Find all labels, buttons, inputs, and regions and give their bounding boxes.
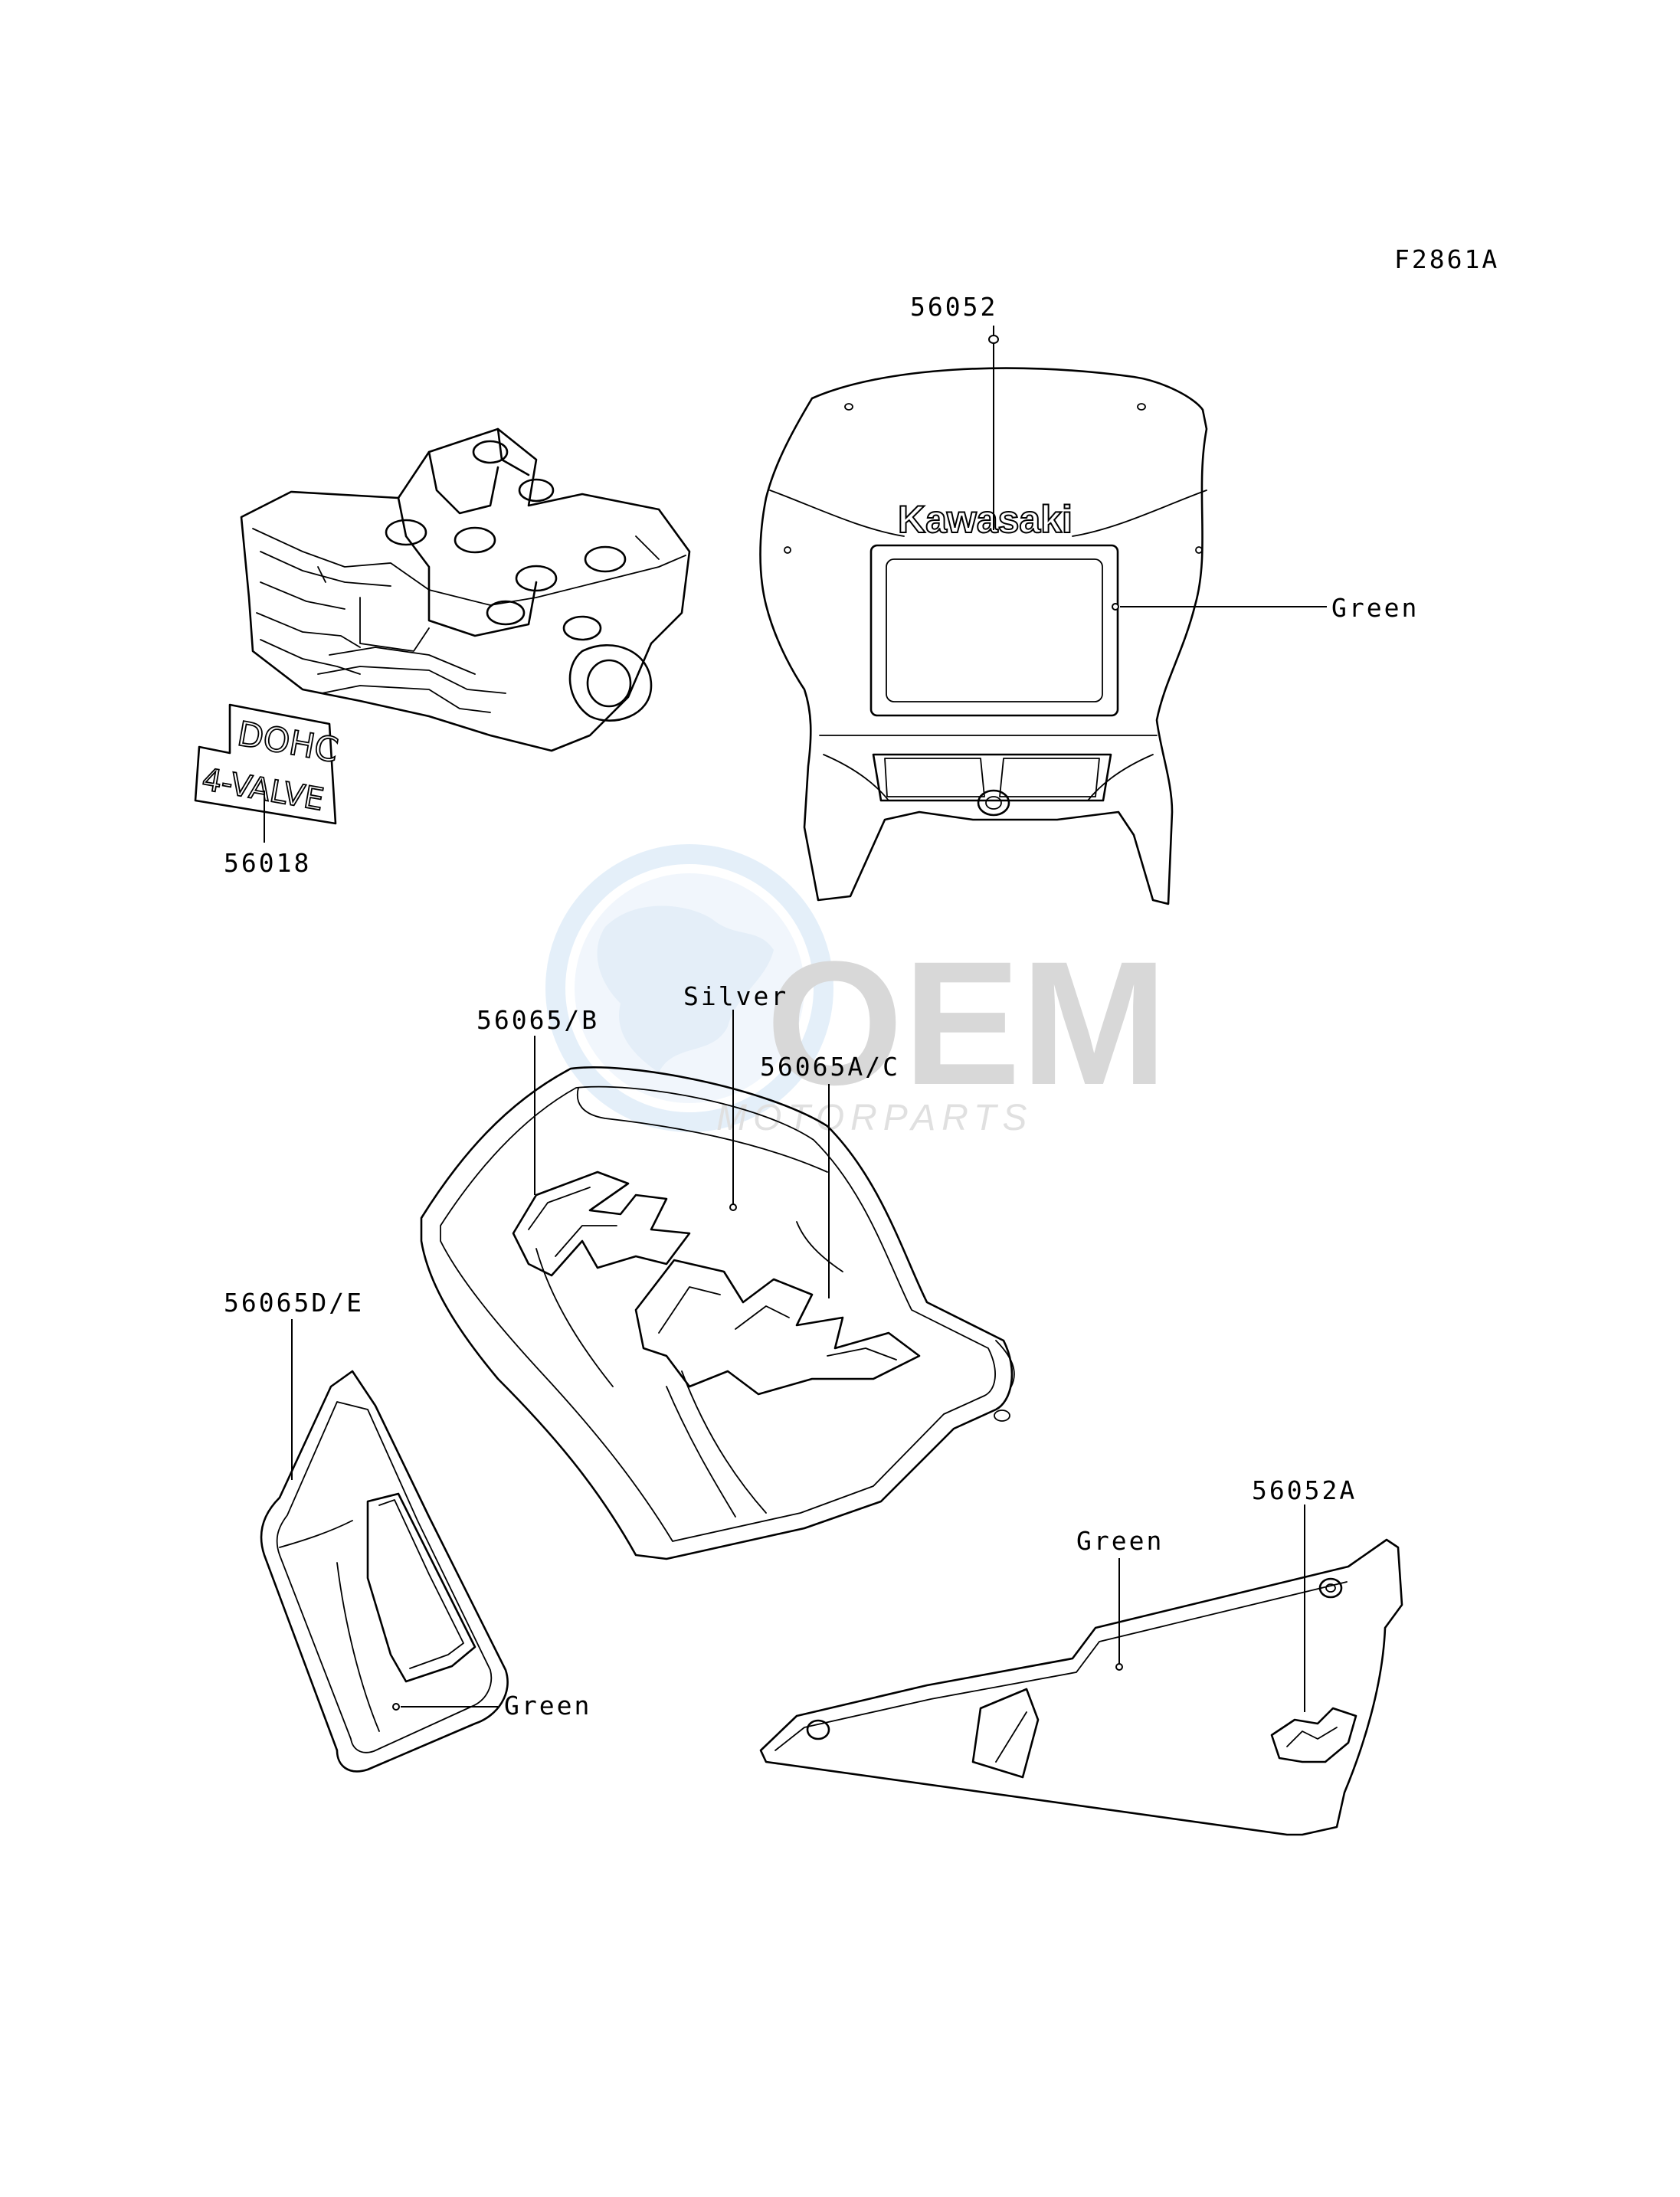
part-label-56052: 56052: [910, 292, 997, 322]
watermark-sub-text: MOTORPARTS: [716, 1098, 1033, 1138]
cowl-color-label: Green: [1331, 593, 1419, 623]
dohc-4-valve-decal: DOHC 4-VALVE: [194, 703, 342, 825]
cowl-brand-decal: Kawasaki: [898, 498, 1073, 541]
part-label-56065d-e: 56065D/E: [224, 1288, 364, 1318]
part-label-56018: 56018: [224, 848, 311, 878]
fuel-tank-drawing: [420, 1066, 1015, 1560]
shroud-color-label: Green: [504, 1691, 591, 1721]
radiator-shroud-drawing: [260, 1370, 509, 1773]
side-cover-color-label: Green: [1076, 1526, 1164, 1556]
figure-id: F2861A: [1394, 244, 1499, 274]
part-label-56065-b: 56065/B: [476, 1005, 599, 1035]
part-label-56052a: 56052A: [1252, 1475, 1357, 1505]
tank-color-label: Silver: [683, 981, 788, 1011]
cylinder-head-drawing: [240, 427, 691, 752]
front-cowl-drawing: Kawasaki: [759, 367, 1208, 905]
decal-text-4-valve: 4-VALVE: [199, 762, 326, 818]
part-label-56065a-c: 56065A/C: [760, 1052, 900, 1082]
oem-motorparts-watermark: OEM MOTORPARTS: [545, 844, 1167, 1138]
side-cover-drawing: [759, 1538, 1403, 1836]
watermark-logo-text: OEM: [766, 925, 1167, 1121]
